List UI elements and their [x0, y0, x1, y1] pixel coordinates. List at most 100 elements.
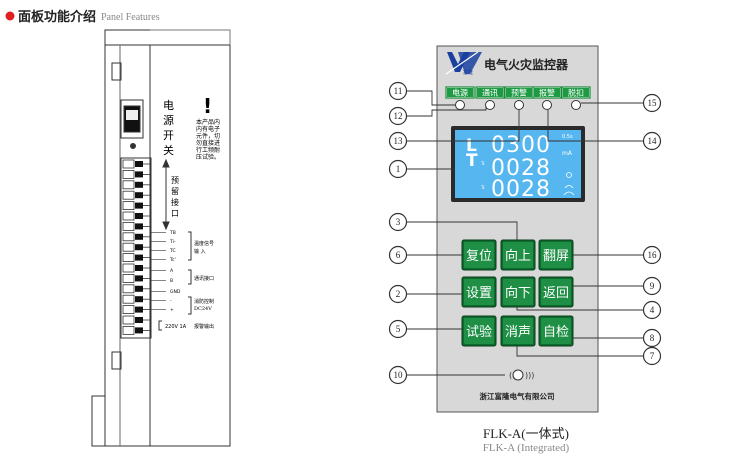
indicator-label: 预警	[511, 88, 527, 98]
callout-3: 3	[388, 212, 518, 240]
terminal-slot	[122, 294, 150, 304]
button-back[interactable]: 返回	[538, 276, 574, 308]
terminal-slot	[122, 232, 150, 242]
callout-10: 10	[388, 365, 505, 385]
lcd-small-2: Tc	[480, 161, 485, 166]
indicator-label: 电源	[452, 88, 468, 98]
button-label: 向下	[505, 285, 531, 301]
button-label: 试验	[466, 324, 492, 340]
callout-9: 9	[573, 276, 662, 296]
button-label: 返回	[543, 286, 569, 301]
button-grid: 复位向上翻屏设置向下返回试验消声自检	[461, 239, 574, 347]
callout-7: 7	[516, 346, 662, 366]
terminal-pin-label: TB	[169, 230, 176, 236]
indicator-led-icon	[455, 100, 465, 110]
indicator-label: 脱扣	[568, 88, 584, 98]
indicator-label: 报警	[539, 88, 555, 98]
terminal-slot	[122, 180, 150, 190]
button-down[interactable]: 向下	[500, 276, 536, 308]
indicator-row: 电源 通讯 预警 报警 脱扣	[445, 86, 591, 110]
button-label: 翻屏	[543, 249, 569, 264]
button-test[interactable]: 试验	[461, 315, 497, 347]
button-label: 向上	[505, 248, 531, 264]
brand-name: 富隆	[463, 69, 473, 76]
callout-number: 2	[396, 289, 401, 299]
lcd-display: L T 0300 0028 0028 0.5s mA Tc Tc	[451, 126, 585, 202]
terminal-pin-label: +	[170, 307, 174, 313]
reserved-char: 口	[171, 209, 179, 218]
indicator-2: 通讯	[475, 86, 505, 110]
lcd-small-3: Tc	[480, 185, 485, 190]
lcd-unit-ma: mA	[562, 150, 573, 157]
indicator-led-icon	[571, 100, 581, 110]
callout-8: 8	[573, 328, 662, 348]
terminal-pin-label: A	[170, 268, 174, 274]
power-switch-label: 电 源 开 关	[163, 99, 174, 157]
callout-number: 15	[648, 98, 658, 108]
reserved-char: 留	[171, 186, 179, 196]
terminal-slot	[122, 169, 150, 179]
callout-number: 3	[396, 217, 401, 227]
reserved-char: 接	[171, 197, 179, 207]
button-check[interactable]: 自检	[538, 315, 574, 347]
lcd-row-3: 0028	[491, 177, 551, 202]
terminal-brackets	[158, 231, 192, 331]
lcd-row-2: 0028	[491, 156, 551, 181]
callout-1: 1	[388, 159, 455, 179]
button-label: 设置	[466, 286, 492, 301]
terminal-pin-label: GND	[170, 289, 181, 295]
button-setting[interactable]: 设置	[461, 276, 497, 308]
power-label-char: 开	[163, 129, 174, 142]
callout-5: 5	[388, 319, 462, 339]
power-label-char: 关	[163, 143, 174, 157]
terminal-pin-label: B	[170, 278, 173, 284]
alarm-group-label: 报警输出	[194, 323, 214, 330]
button-label: 复位	[466, 249, 492, 264]
button-label: 自检	[543, 325, 569, 340]
callout-number: 13	[394, 136, 404, 146]
button-up[interactable]: 向上	[500, 239, 536, 271]
model-caption-en: FLK-A (Integrated)	[483, 442, 570, 454]
power-group-label: DC24V	[194, 306, 212, 312]
side-view	[91, 29, 231, 447]
callout-14: 14	[547, 110, 662, 151]
alarm-rating: 220V 1A	[165, 324, 187, 330]
callout-2: 2	[388, 284, 462, 304]
terminal-slot	[122, 221, 150, 231]
lcd-row-1: 0300	[491, 133, 551, 158]
power-label-char: 电	[163, 99, 174, 112]
device-title: 电气火灾监控器	[484, 57, 569, 72]
callout-number: 1	[396, 164, 401, 174]
power-group-label: 消防控制	[194, 298, 214, 305]
terminal-slot	[122, 242, 150, 252]
lcd-status-icon	[563, 172, 575, 196]
button-mute[interactable]: 消声	[500, 315, 536, 347]
button-page[interactable]: 翻屏	[538, 239, 574, 271]
header-bullet-icon	[5, 11, 15, 21]
callout-6: 6	[388, 245, 462, 265]
warning-mark-icon: !	[203, 94, 212, 118]
indicator-3: 预警	[504, 86, 534, 110]
model-caption: FLK-A(一体式)	[483, 426, 569, 441]
callout-number: 11	[394, 86, 403, 96]
callout-number: 10	[394, 370, 404, 380]
button-reset[interactable]: 复位	[461, 239, 497, 271]
indicator-5: 脱扣	[561, 86, 591, 110]
callout-number: 16	[648, 250, 658, 260]
indicator-led-icon	[514, 100, 524, 110]
indicator-led-icon	[485, 100, 495, 110]
warning-line: 元件，切	[196, 132, 220, 140]
button-label: 消声	[505, 325, 531, 340]
callout-16: 16	[573, 245, 662, 265]
indicator-label: 通讯	[482, 88, 498, 98]
callout-number: 9	[650, 281, 655, 291]
callout-number: 12	[394, 111, 403, 121]
callout-4: 4	[516, 300, 662, 320]
warning-line: 压试验。	[196, 153, 220, 161]
lcd-letter-t: T	[466, 151, 478, 171]
terminal-block	[122, 159, 150, 335]
temp-group-label: 输 入	[194, 248, 206, 255]
company-name: 浙江富隆电气有限公司	[480, 391, 555, 401]
